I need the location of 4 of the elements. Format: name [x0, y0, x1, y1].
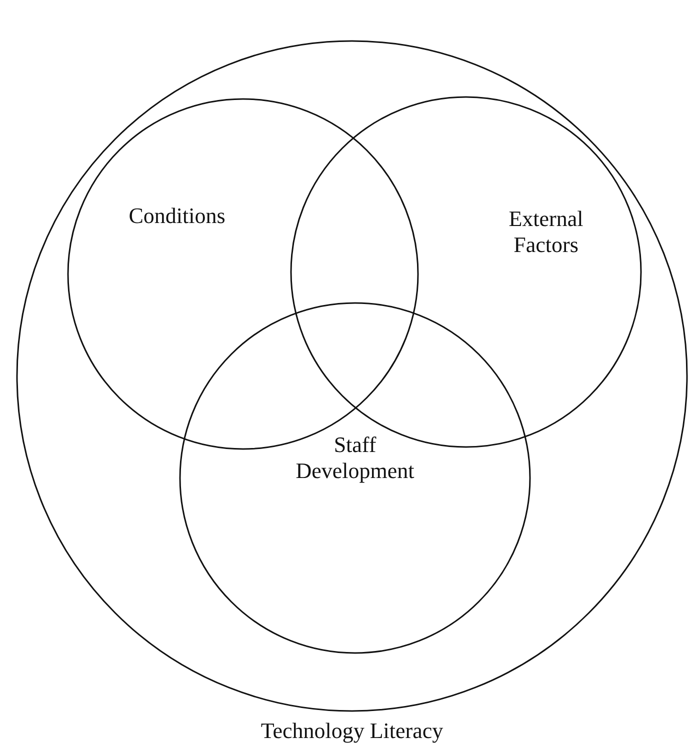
circle-label: Conditions [128, 203, 226, 229]
circle-label: Staff Development [294, 432, 416, 484]
circle-label: External Factors [508, 206, 584, 258]
circle-label: Technology Literacy [260, 718, 444, 744]
